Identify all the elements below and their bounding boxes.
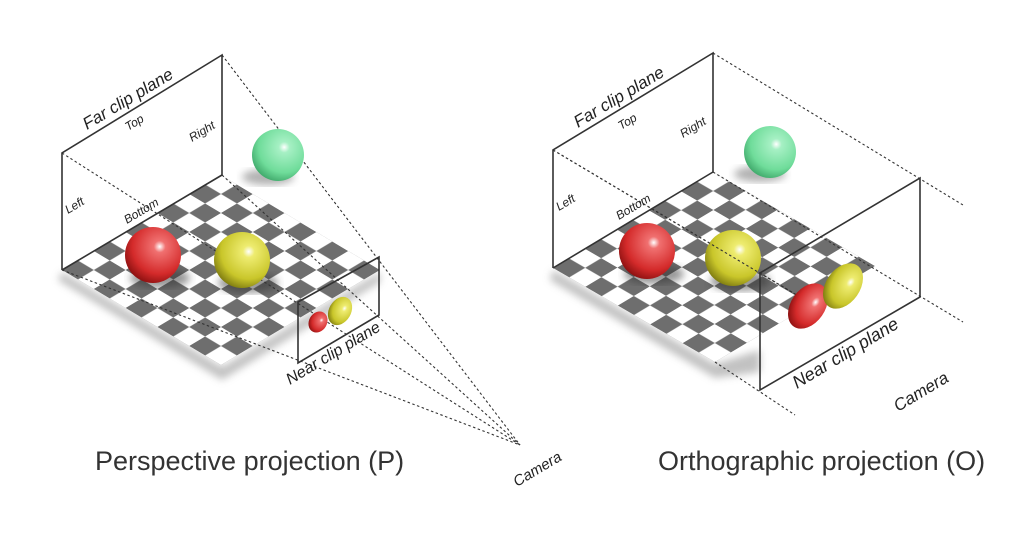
projected-yellow-sphere xyxy=(823,263,863,309)
green-sphere xyxy=(744,126,796,178)
orthographic-caption: Orthographic projection (O) xyxy=(658,446,985,476)
projected-red-sphere xyxy=(308,311,328,333)
far-clip-plane xyxy=(61,53,223,270)
floor-back-edge xyxy=(61,174,223,271)
projected-yellow-sphere xyxy=(327,296,353,326)
left-label: Left xyxy=(553,191,578,214)
camera-label: Camera xyxy=(510,448,564,490)
camera-label: Camera xyxy=(890,368,952,415)
top-label: Top xyxy=(615,110,639,132)
near-clip-plane xyxy=(297,255,380,365)
red-sphere xyxy=(125,227,181,283)
perspective-view: Far clip plane Top Right Left Bottom Nea… xyxy=(58,53,565,490)
floor-shadow xyxy=(550,270,760,378)
floor-back-edge xyxy=(552,171,714,269)
frustum-lines xyxy=(61,54,521,446)
projected-red-sphere xyxy=(788,283,828,329)
projection-line-through-spheres xyxy=(759,272,806,301)
perspective-caption: Perspective projection (P) xyxy=(95,446,404,476)
projection-line-through-spheres xyxy=(552,149,806,301)
red-sphere xyxy=(619,223,675,279)
orthographic-view: Far clip plane Top Right Left Bottom Nea… xyxy=(550,51,985,476)
right-label: Right xyxy=(677,114,709,141)
far-clip-plane xyxy=(552,51,714,268)
green-sphere xyxy=(252,129,304,181)
yellow-sphere xyxy=(705,230,761,286)
right-label: Right xyxy=(186,118,218,145)
yellow-sphere xyxy=(214,232,270,288)
near-clip-plane xyxy=(759,176,921,392)
left-label: Left xyxy=(62,194,87,217)
